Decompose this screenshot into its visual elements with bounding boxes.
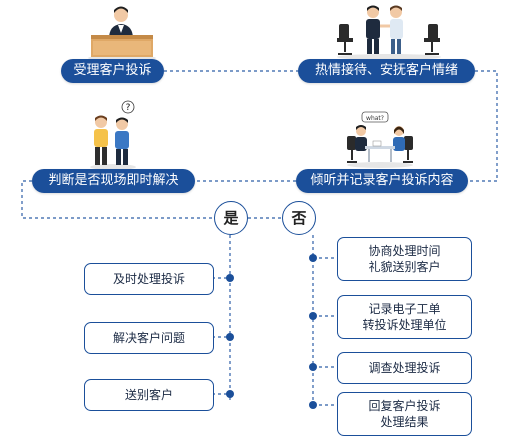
no-step-line1: 回复客户投诉 xyxy=(368,399,441,413)
no-node-dot xyxy=(309,401,317,409)
thinking-pair-scene: ? xyxy=(90,100,136,170)
yes-node-dot xyxy=(226,274,234,282)
reception-meeting-scene xyxy=(337,5,441,60)
step-label-reception: 热情接待、安抚客户情绪 xyxy=(298,59,475,83)
no-step-negotiate-time: 协商处理时间 礼貌送别客户 xyxy=(337,237,472,281)
no-step-record-ticket: 记录电子工单 转投诉处理单位 xyxy=(337,295,472,339)
no-step-line2: 礼貌送别客户 xyxy=(368,260,441,274)
no-node-dot xyxy=(309,254,317,262)
connector-step2-step3 xyxy=(468,70,498,182)
yes-step-handle-complaint: 及时处理投诉 xyxy=(84,263,214,295)
yes-step-text: 解决客户问题 xyxy=(112,331,185,345)
step-label-listen-record: 倾听并记录客户投诉内容 xyxy=(296,169,468,193)
no-step-line2: 转投诉处理单位 xyxy=(362,318,447,332)
yes-node-dot xyxy=(226,333,234,341)
question-bubble-icon: ? xyxy=(121,100,135,114)
question-mark: ? xyxy=(126,103,131,113)
yes-step-resolve-problem: 解决客户问题 xyxy=(84,322,214,354)
no-step-line1: 记录电子工单 xyxy=(368,302,441,316)
listening-meeting-scene: what? xyxy=(347,111,413,168)
yes-step-text: 及时处理投诉 xyxy=(112,272,185,286)
yes-node-dot xyxy=(226,390,234,398)
yes-step-see-off-customer: 送别客户 xyxy=(84,379,214,411)
step-label-receive-complaint: 受理客户投诉 xyxy=(61,59,164,83)
no-step-line1: 协商处理时间 xyxy=(368,244,441,258)
decision-no: 否 xyxy=(282,201,316,235)
yes-step-text: 送别客户 xyxy=(124,388,173,402)
no-step-reply-result: 回复客户投诉 处理结果 xyxy=(337,392,472,436)
office-chair-right xyxy=(424,24,440,55)
no-step-line2: 处理结果 xyxy=(380,415,429,429)
no-node-dot xyxy=(309,312,317,320)
decision-yes: 是 xyxy=(214,201,248,235)
speech-bubble-text: what? xyxy=(366,115,384,122)
speech-bubble-icon: what? xyxy=(361,111,389,123)
no-step-line1: 调查处理投诉 xyxy=(368,361,441,375)
no-node-dot xyxy=(309,363,317,371)
office-chair-left xyxy=(337,24,353,55)
reception-desk-scene xyxy=(88,6,156,61)
step-label-judge-onsite: 判断是否现场即时解决 xyxy=(32,169,195,193)
no-step-investigate: 调查处理投诉 xyxy=(337,352,472,384)
